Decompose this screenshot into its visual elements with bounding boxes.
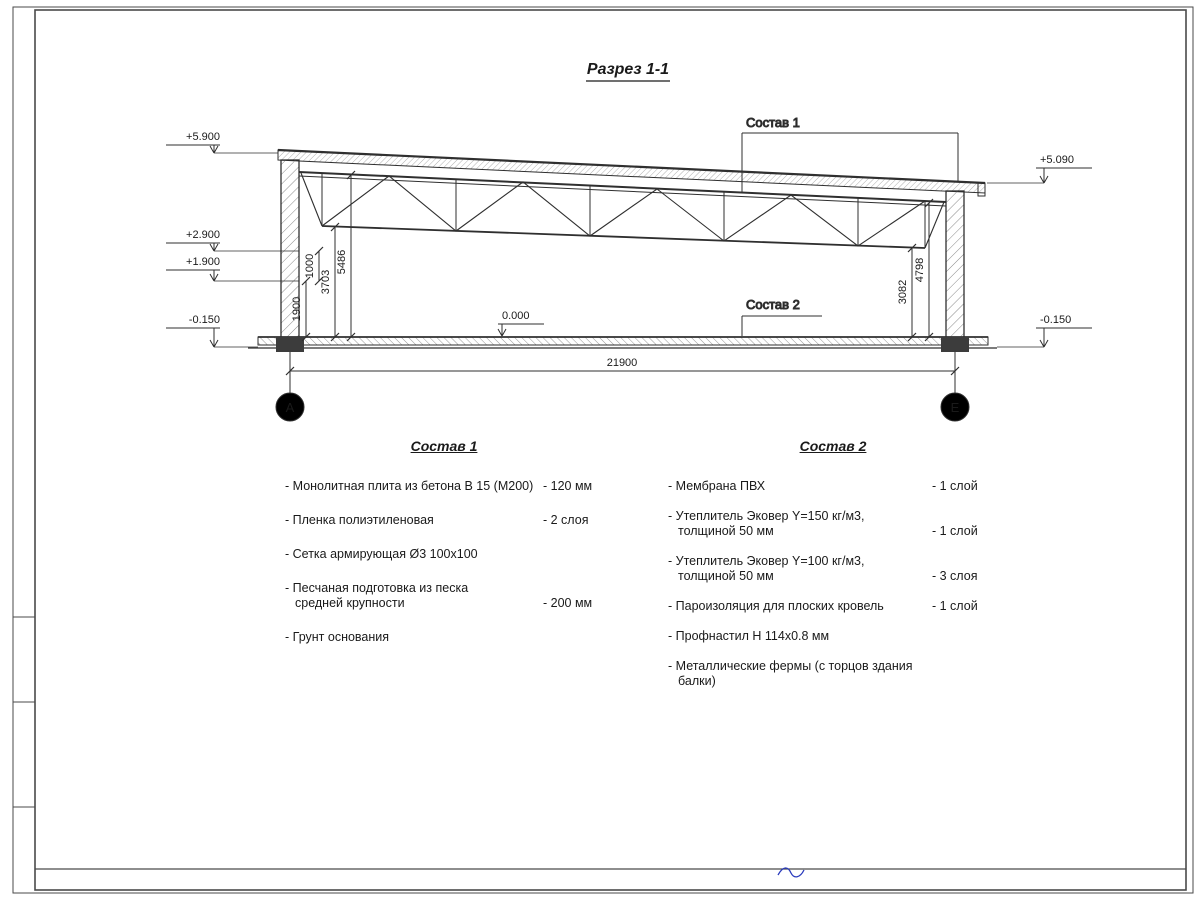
sostav1-drawing-label: Состав 1 bbox=[746, 115, 800, 130]
material-name: - Песчаная подготовка из песка средней к… bbox=[285, 580, 469, 610]
svg-text:+5.090: +5.090 bbox=[1040, 154, 1074, 166]
truss-web-diagonals bbox=[321, 175, 926, 247]
span-dim-text: 21900 bbox=[607, 357, 638, 369]
material-value: - 200 мм bbox=[543, 595, 593, 610]
signature-mark bbox=[777, 867, 805, 878]
sostav-leaders: Состав 1 Состав 2 bbox=[741, 115, 959, 336]
svg-text:-0.150: -0.150 bbox=[189, 314, 220, 326]
sostav1-heading: Состав 1 bbox=[410, 438, 478, 454]
material-value: - 1 слой bbox=[932, 598, 978, 613]
axis-letter-right: Е bbox=[951, 400, 960, 415]
floor-slab bbox=[257, 336, 989, 346]
margin-stamp-box-2 bbox=[12, 701, 36, 808]
sostav1-list: Состав 1 - Монолитная плита из бетона В … bbox=[285, 438, 603, 664]
list-item: - Профнастил Н 114х0.8 мм bbox=[668, 629, 998, 644]
svg-text:0.000: 0.000 bbox=[502, 310, 530, 322]
sostav2-drawing-label: Состав 2 bbox=[746, 297, 800, 312]
roof-truss bbox=[298, 171, 947, 249]
material-value: - 2 слоя bbox=[543, 512, 589, 527]
vertical-dimensions: 1900 1000 3703 5486 3082 4798 bbox=[291, 170, 934, 342]
elevation-truss-lower-left: +1.900 bbox=[166, 256, 299, 282]
material-name: - Грунт основания bbox=[285, 629, 390, 644]
material-name: - Пленка полиэтиленовая bbox=[285, 512, 434, 527]
list-item: - Металлические фермы (с торцов здания б… bbox=[668, 659, 998, 689]
building-section bbox=[248, 148, 997, 352]
sostav2-heading: Состав 2 bbox=[799, 438, 867, 454]
span-dimension: 21900 А Е bbox=[275, 352, 970, 422]
list-item: - Песчаная подготовка из песка средней к… bbox=[285, 581, 603, 611]
elevation-ground-left: -0.150 bbox=[166, 314, 258, 348]
material-name: - Металлические фермы (с торцов здания б… bbox=[668, 658, 913, 688]
axis-circle-left bbox=[275, 392, 305, 422]
material-value: - 120 мм bbox=[543, 478, 593, 493]
dim-3703: 3703 bbox=[320, 222, 340, 342]
material-value: - 1 слой bbox=[932, 523, 978, 538]
material-name: - Сетка армирующая Ø3 100х100 bbox=[285, 546, 478, 561]
svg-text:3082: 3082 bbox=[897, 280, 909, 304]
list-item: - Сетка армирующая Ø3 100х100 bbox=[285, 547, 603, 562]
axis-letter-left: А bbox=[286, 400, 295, 415]
dim-4798: 4798 bbox=[914, 198, 934, 342]
material-name: - Пароизоляция для плоских кровель bbox=[668, 598, 884, 613]
list-item: - Грунт основания bbox=[285, 630, 603, 645]
elevation-marks: +5.900 +2.900 +1.900 -0.150 bbox=[166, 131, 1092, 348]
svg-text:-0.150: -0.150 bbox=[1040, 314, 1071, 326]
elevation-truss-upper-left: +2.900 bbox=[166, 229, 299, 252]
elevation-ground-right: -0.150 bbox=[997, 314, 1092, 348]
drawing-title: Разрез 1-1 bbox=[586, 61, 670, 82]
truss-end-diagonal-right bbox=[924, 201, 945, 249]
truss-end-diagonal-left bbox=[300, 172, 323, 227]
material-value: - 3 слоя bbox=[932, 568, 978, 583]
material-name: - Профнастил Н 114х0.8 мм bbox=[668, 628, 830, 643]
axis-circle-right bbox=[940, 392, 970, 422]
svg-text:1900: 1900 bbox=[291, 297, 303, 321]
svg-text:4798: 4798 bbox=[914, 258, 926, 282]
dim-1900: 1900 bbox=[291, 276, 311, 342]
material-name: - Утеплитель Эковер Y=150 кг/м3, толщино… bbox=[668, 508, 865, 538]
dim-1000: 1000 bbox=[304, 246, 324, 286]
truss-bottom-chord bbox=[321, 225, 926, 249]
margin-stamp-box-1 bbox=[12, 616, 36, 703]
material-name: - Утеплитель Эковер Y=100 кг/м3, толщино… bbox=[668, 553, 865, 583]
dim-3082: 3082 bbox=[897, 243, 917, 342]
truss-web-verticals bbox=[321, 173, 926, 248]
list-item: - Пароизоляция для плоских кровель - 1 с… bbox=[668, 599, 998, 614]
material-name: - Монолитная плита из бетона В 15 (М200) bbox=[285, 478, 534, 493]
elevation-roof-left: +5.900 bbox=[166, 131, 278, 154]
truss-top-chord bbox=[298, 171, 947, 203]
material-name: - Мембрана ПВХ bbox=[668, 478, 766, 493]
right-wall bbox=[945, 190, 965, 344]
list-item: - Мембрана ПВХ - 1 слой bbox=[668, 479, 998, 494]
list-item: - Утеплитель Эковер Y=150 кг/м3, толщино… bbox=[668, 509, 998, 539]
svg-text:+5.900: +5.900 bbox=[186, 131, 220, 143]
roof-fascia bbox=[977, 182, 986, 197]
svg-text:5486: 5486 bbox=[336, 250, 348, 274]
list-item: - Утеплитель Эковер Y=100 кг/м3, толщино… bbox=[668, 554, 998, 584]
sostav2-list: Состав 2 - Мембрана ПВХ - 1 слой - Утепл… bbox=[668, 438, 998, 704]
left-footing bbox=[276, 337, 304, 352]
svg-text:+2.900: +2.900 bbox=[186, 229, 220, 241]
list-item: - Пленка полиэтиленовая - 2 слоя bbox=[285, 513, 603, 528]
list-item: - Монолитная плита из бетона В 15 (М200)… bbox=[285, 479, 603, 494]
elevation-floor: 0.000 bbox=[497, 310, 544, 337]
dim-5486: 5486 bbox=[336, 170, 356, 342]
material-value: - 1 слой bbox=[932, 478, 978, 493]
svg-text:1000: 1000 bbox=[304, 254, 316, 278]
truss-top-chord-inner bbox=[298, 175, 947, 207]
svg-text:+1.900: +1.900 bbox=[186, 256, 220, 268]
right-footing bbox=[941, 337, 969, 352]
section-title-text: Разрез 1-1 bbox=[587, 61, 669, 78]
sheet-frame bbox=[12, 6, 1194, 894]
elevation-roof-right: +5.090 bbox=[987, 154, 1092, 184]
svg-text:3703: 3703 bbox=[320, 270, 332, 294]
roof-top-edge bbox=[277, 148, 986, 185]
